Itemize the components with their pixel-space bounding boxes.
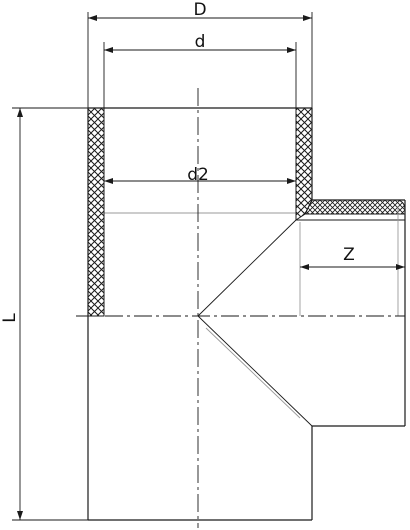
dimension-Z: Z xyxy=(300,245,405,270)
branch-wall-section xyxy=(304,199,406,215)
label-d2: d2 xyxy=(187,165,209,185)
label-L: L xyxy=(0,313,20,323)
label-d: d xyxy=(195,32,206,52)
bore-intersection-lines xyxy=(197,219,313,427)
label-D: D xyxy=(193,0,206,20)
dimension-D: D xyxy=(87,0,313,108)
inner-bore-lines xyxy=(104,206,405,316)
dimension-d2: d2 xyxy=(103,165,297,216)
right-socket-wall-section xyxy=(295,107,313,221)
center-lines xyxy=(76,88,405,528)
main-body-outline xyxy=(87,107,406,521)
dimension-d: d xyxy=(103,32,297,108)
label-Z: Z xyxy=(343,245,355,265)
dimension-L: L xyxy=(0,107,88,521)
left-socket-wall-section xyxy=(87,107,105,317)
